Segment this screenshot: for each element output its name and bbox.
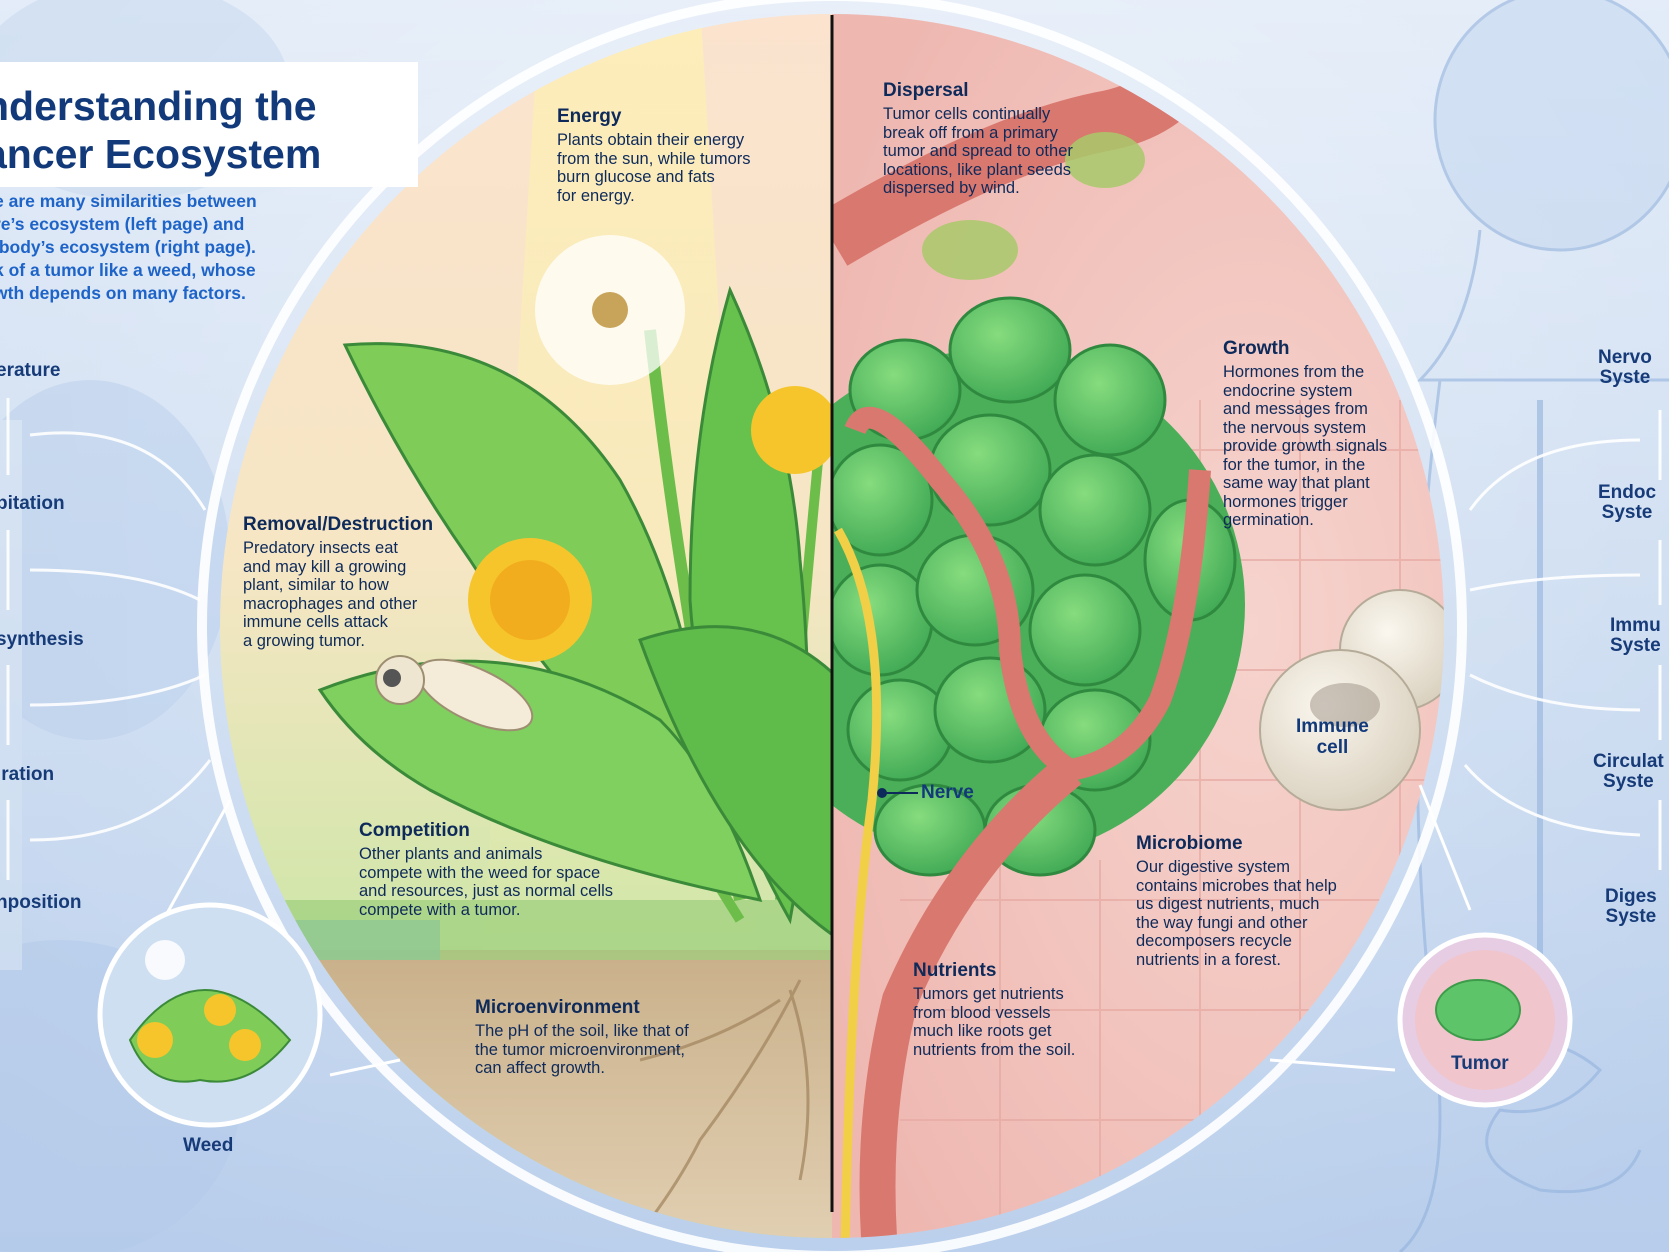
background-human-body xyxy=(1399,0,1669,1252)
tumor-inset xyxy=(1269,784,1573,1108)
callout-dispersal-title: Dispersal xyxy=(883,80,969,101)
nerve-fiber xyxy=(834,527,882,1238)
callout-nutrients-text: Tumors get nutrients from blood vessels … xyxy=(913,985,1076,1059)
callout-growth-title: Growth xyxy=(1223,338,1290,359)
page-title: nderstanding the ancer Ecosystem xyxy=(0,83,322,177)
callout-dispersal: Dispersal Tumor cells continually break … xyxy=(883,80,1073,198)
immune-cells xyxy=(1259,589,1444,811)
callout-growth: Growth Hormones from the endocrine syste… xyxy=(1223,338,1387,530)
body-system-5: Diges Syste xyxy=(1605,886,1657,927)
dandelion-flower-1 xyxy=(468,538,592,662)
nerve-label: Nerve xyxy=(921,782,974,803)
body-system-1: Nervo Syste xyxy=(1598,347,1652,388)
circle-outline xyxy=(197,0,1467,1252)
callout-microbiome-text: Our digestive system contains microbes t… xyxy=(1136,858,1337,969)
grub-insect xyxy=(375,655,534,732)
immune-cell-label: Immune cell xyxy=(1296,716,1369,758)
tumor-cluster xyxy=(832,296,1245,877)
nature-arrows xyxy=(6,398,212,880)
tumor-label: Tumor xyxy=(1451,1053,1509,1074)
nature-factor-2: bitation xyxy=(0,493,65,514)
body-system-4: Circulat Syste xyxy=(1593,751,1664,792)
callout-removal: Removal/Destruction Predatory insects ea… xyxy=(243,514,433,650)
title-panel xyxy=(0,62,418,187)
callout-removal-text: Predatory insects eat and may kill a gro… xyxy=(243,539,418,650)
callout-microbiome: Microbiome Our digestive system contains… xyxy=(1136,833,1337,969)
nature-factor-5: nposition xyxy=(0,892,82,913)
callout-nutrients-title: Nutrients xyxy=(913,960,997,981)
nature-factor-4: iration xyxy=(0,764,55,785)
body-system-3: Immu Syste xyxy=(1610,615,1661,656)
callout-nutrients: Nutrients Tumors get nutrients from bloo… xyxy=(913,960,1075,1059)
callout-competition-title: Competition xyxy=(359,820,470,841)
intro-text: e are many similarities between re’s eco… xyxy=(0,191,257,303)
body-arrows xyxy=(1463,410,1662,870)
nature-factor-1: erature xyxy=(0,360,61,381)
weed-inset xyxy=(97,799,401,1128)
callout-competition-text: Other plants and animals compete with th… xyxy=(359,845,614,919)
callout-dispersal-text: Tumor cells continually break off from a… xyxy=(883,105,1073,197)
callout-energy: Energy Plants obtain their energy from t… xyxy=(557,106,751,205)
callout-microenvironment-title: Microenvironment xyxy=(475,997,640,1018)
callout-microenvironment: Microenvironment The pH of the soil, lik… xyxy=(475,997,689,1078)
nature-factor-3: synthesis xyxy=(0,629,84,650)
callout-energy-title: Energy xyxy=(557,106,622,127)
body-system-2: Endoc Syste xyxy=(1598,482,1657,523)
callout-competition: Competition Other plants and animals com… xyxy=(359,820,613,919)
callout-removal-title: Removal/Destruction xyxy=(243,514,434,535)
callout-microbiome-title: Microbiome xyxy=(1136,833,1243,854)
callout-energy-text: Plants obtain their energy from the sun,… xyxy=(557,131,751,205)
weed-label: Weed xyxy=(183,1135,234,1156)
dandelion-flower-2 xyxy=(751,386,832,474)
callout-microenvironment-text: The pH of the soil, like that of the tum… xyxy=(475,1022,689,1077)
callout-growth-text: Hormones from the endocrine system and m… xyxy=(1223,363,1388,529)
